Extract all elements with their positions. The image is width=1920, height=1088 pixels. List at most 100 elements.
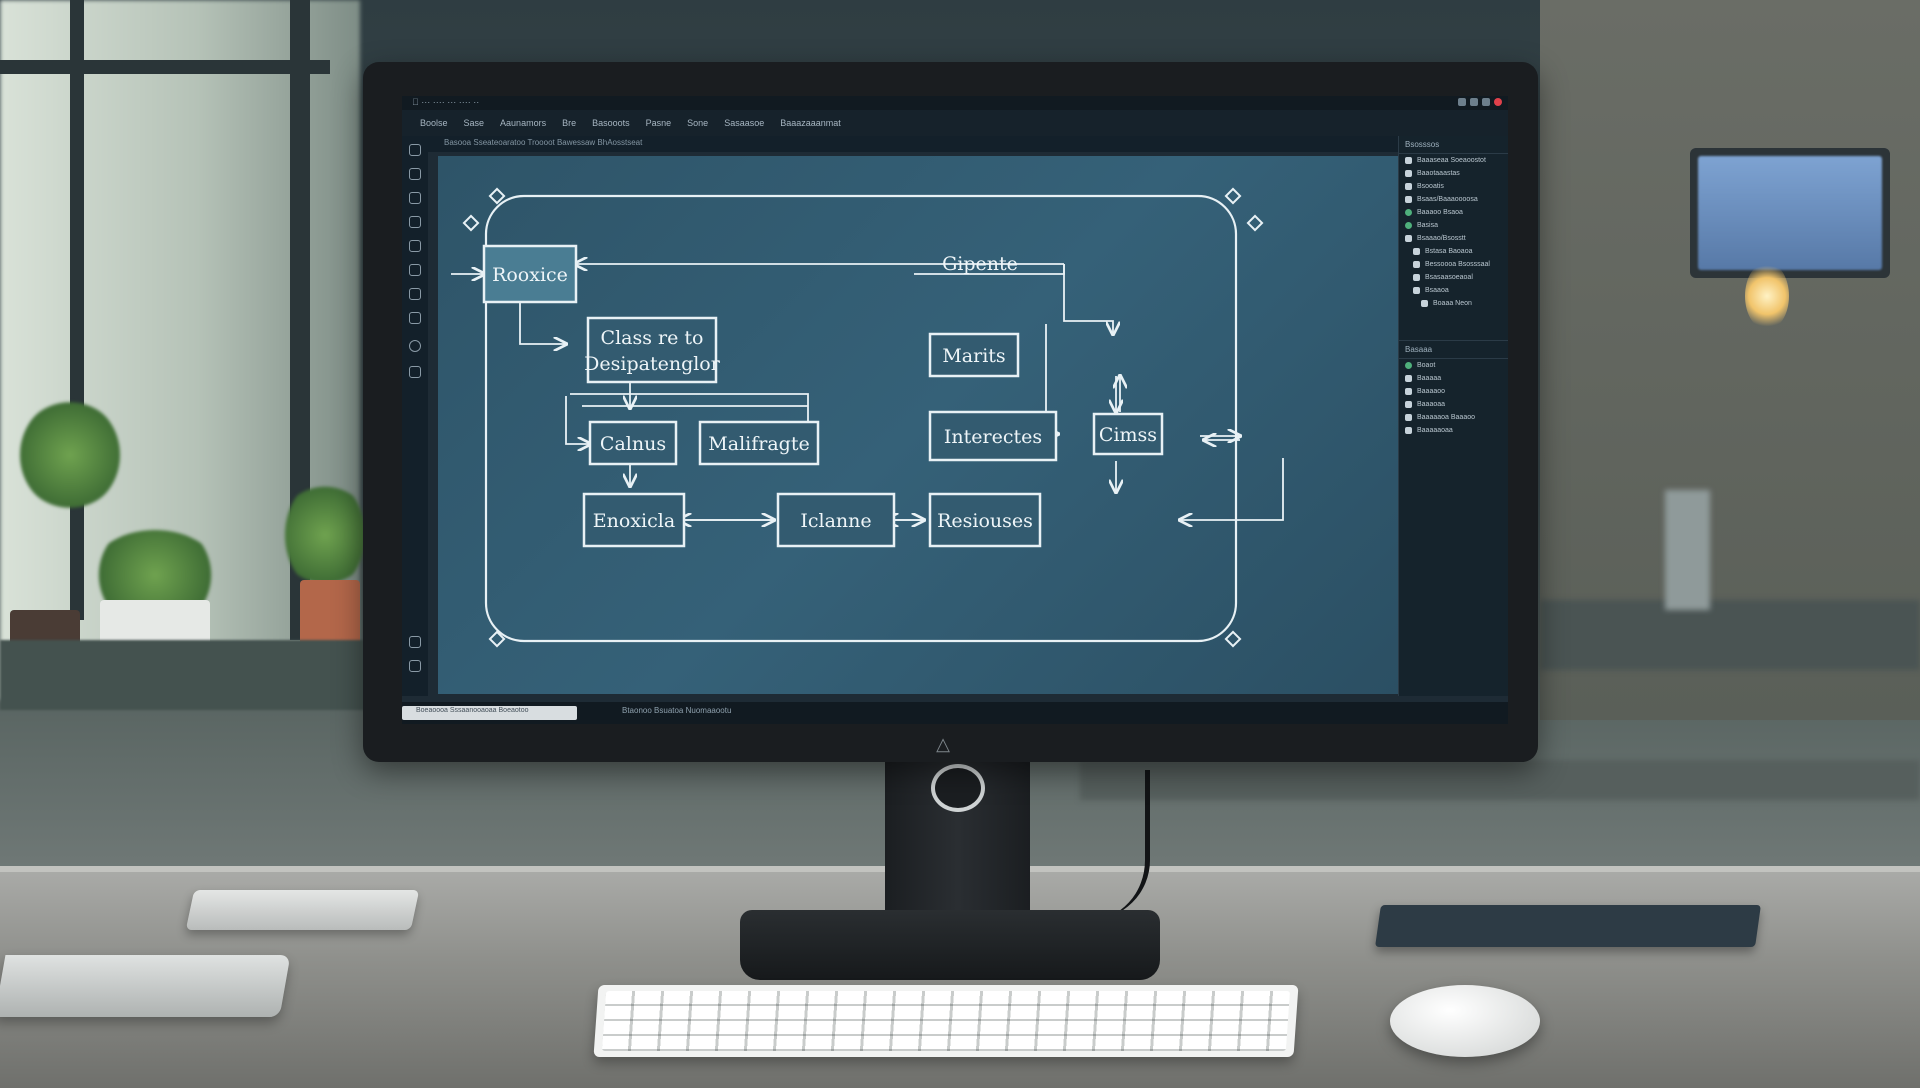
panel-item[interactable]: Baaotaaastas — [1399, 167, 1508, 180]
panel-item-label: Boaot — [1417, 362, 1436, 369]
toolbar-item[interactable]: Pasne — [645, 118, 672, 128]
layers-tool-icon[interactable] — [409, 264, 421, 276]
item-icon — [1413, 287, 1420, 294]
panel-item-label: Bsaas/Baaaoooosa — [1417, 196, 1478, 203]
item-icon — [1413, 248, 1420, 255]
diagram-nodes: Rooxice Class re to Desipatenglor Calnus… — [482, 244, 1164, 548]
panel-item-label: Baaaaaoa Baaaoo — [1417, 414, 1475, 421]
panel-item[interactable]: Bsooatis — [1399, 180, 1508, 193]
background-shelf — [1540, 600, 1920, 670]
panel-item[interactable]: Boaot — [1399, 359, 1508, 372]
close-icon[interactable] — [1494, 98, 1502, 106]
panel-item[interactable]: Baaaoo Bsaoa — [1399, 206, 1508, 219]
panel-item-label: Basisa — [1417, 222, 1439, 229]
menu-bar:  ··· ···· ··· ···· ·· — [402, 96, 1508, 110]
clock-icon[interactable] — [1482, 98, 1490, 106]
image-tool-icon[interactable] — [409, 288, 421, 300]
panel-item[interactable]: Bessoooa Bsosssaal — [1399, 258, 1508, 271]
item-icon — [1413, 274, 1420, 281]
battery-icon[interactable] — [1470, 98, 1478, 106]
diagram-node[interactable]: Interectes — [928, 410, 1058, 462]
node-label: Cimss — [1099, 424, 1157, 446]
laptop — [0, 955, 291, 1017]
window-frame — [70, 0, 84, 620]
diagram-node[interactable]: Rooxice — [482, 244, 578, 304]
panel-item[interactable]: Bsaas/Baaaoooosa — [1399, 193, 1508, 206]
panel-item-label: Bsooatis — [1417, 183, 1444, 190]
item-icon — [1421, 300, 1428, 307]
toolbar-item[interactable]: Basooots — [592, 118, 630, 128]
wall-tv — [1690, 148, 1890, 278]
panel-item[interactable]: Baaaaaoaa — [1399, 424, 1508, 437]
panel-item[interactable]: Baaaaaoa Baaaoo — [1399, 411, 1508, 424]
monitor-stand-base — [740, 910, 1160, 980]
diagram-node[interactable]: Malifragte — [698, 420, 820, 466]
panel-item[interactable]: Baaaoaa — [1399, 398, 1508, 411]
export-tool-icon[interactable] — [409, 366, 421, 378]
panel-item[interactable]: Bsaaao/Bsosstt — [1399, 232, 1508, 245]
diagram-node[interactable]: Calnus — [588, 420, 678, 466]
shape-tool-icon[interactable] — [409, 168, 421, 180]
properties-panel: Bsosssos Baaaseaa Soeaoostot Baaotaaasta… — [1398, 136, 1508, 696]
panel-item[interactable]: Bsasaasoeaoal — [1399, 271, 1508, 284]
notepad — [1375, 905, 1761, 947]
diagram-node[interactable]: Iclanne — [776, 492, 896, 548]
panel-item-label: Bsaaao/Bsosstt — [1417, 235, 1466, 242]
toolbar-item[interactable]: Aaunamors — [500, 118, 547, 128]
monitor-screen:  ··· ···· ··· ···· ·· Boolse Sase Aauna… — [402, 96, 1508, 724]
diagram-node[interactable]: Class re to Desipatenglor — [584, 316, 721, 384]
wall-tv-screen — [1698, 156, 1882, 270]
monitor-stand-hole — [931, 764, 985, 812]
panel-item[interactable]: Baaaseaa Soeaoostot — [1399, 154, 1508, 167]
node-label: Interectes — [944, 426, 1042, 448]
diagram-canvas[interactable]: Rooxice Class re to Desipatenglor Calnus… — [438, 156, 1398, 694]
toolbar-item[interactable]: Boolse — [420, 118, 448, 128]
panel-item[interactable]: Basisa — [1399, 219, 1508, 232]
grid-tool-icon[interactable] — [409, 240, 421, 252]
circle-tool-icon[interactable] — [409, 340, 421, 352]
panel-item[interactable]: Boaaa Neon — [1399, 297, 1508, 310]
settings-tool-icon[interactable] — [409, 636, 421, 648]
toolbar-item[interactable]: Baaazaaanmat — [780, 118, 841, 128]
comment-tool-icon[interactable] — [409, 312, 421, 324]
panel-item[interactable]: Bstasa Baoaoa — [1399, 245, 1508, 258]
status-icon — [1405, 362, 1412, 369]
status-icons — [1458, 98, 1502, 106]
toolbar-item[interactable]: Bre — [562, 118, 577, 128]
monitor-logo-icon: △ — [936, 734, 950, 754]
panel-item[interactable]: Bsaaoa — [1399, 284, 1508, 297]
background-table — [1080, 760, 1920, 800]
wifi-icon[interactable] — [1458, 98, 1466, 106]
item-icon — [1405, 196, 1412, 203]
diagram-node[interactable]: Resiouses — [928, 492, 1042, 548]
diagram-node[interactable]: Marits — [928, 332, 1020, 378]
sub-toolbar: Basooa Sseateoaratoo Troooot Bawessaw Bh… — [428, 136, 1478, 152]
mouse[interactable] — [1390, 985, 1540, 1057]
search-input[interactable]: Boeaoooa Sssaanooaoaa Boeaotoo — [402, 706, 577, 720]
panel-item-label: Bessoooa Bsosssaal — [1425, 261, 1490, 268]
panel-item[interactable]: Baaaaa — [1399, 372, 1508, 385]
text-tool-icon[interactable] — [409, 192, 421, 204]
panel-item-label: Bstasa Baoaoa — [1425, 248, 1473, 255]
diagram-node[interactable]: Enoxicla — [582, 492, 686, 548]
toolbar-item[interactable]: Sase — [463, 118, 485, 128]
sub-toolbar-text[interactable]: Basooa Sseateoaratoo Troooot Bawessaw Bh… — [444, 138, 643, 147]
panel-item-label: Baaaaoo — [1417, 388, 1446, 395]
diagram-node[interactable]: Cimss — [1092, 412, 1164, 456]
help-tool-icon[interactable] — [409, 660, 421, 672]
item-icon — [1405, 414, 1412, 421]
item-icon — [1405, 157, 1412, 164]
toolbar-item[interactable]: Sasaasoe — [724, 118, 765, 128]
keyboard[interactable] — [593, 985, 1299, 1057]
panel-item[interactable]: Baaaaoo — [1399, 385, 1508, 398]
keyboard-keys[interactable] — [601, 991, 1291, 1051]
window-frame — [0, 60, 330, 74]
connector-tool-icon[interactable] — [409, 216, 421, 228]
pointer-tool-icon[interactable] — [409, 144, 421, 156]
window-frame — [290, 0, 310, 640]
toolbar-item[interactable]: Sone — [687, 118, 709, 128]
tool-rail — [402, 136, 428, 696]
item-icon — [1405, 183, 1412, 190]
item-icon — [1405, 401, 1412, 408]
panel-item-label: Baaaoaa — [1417, 401, 1446, 408]
